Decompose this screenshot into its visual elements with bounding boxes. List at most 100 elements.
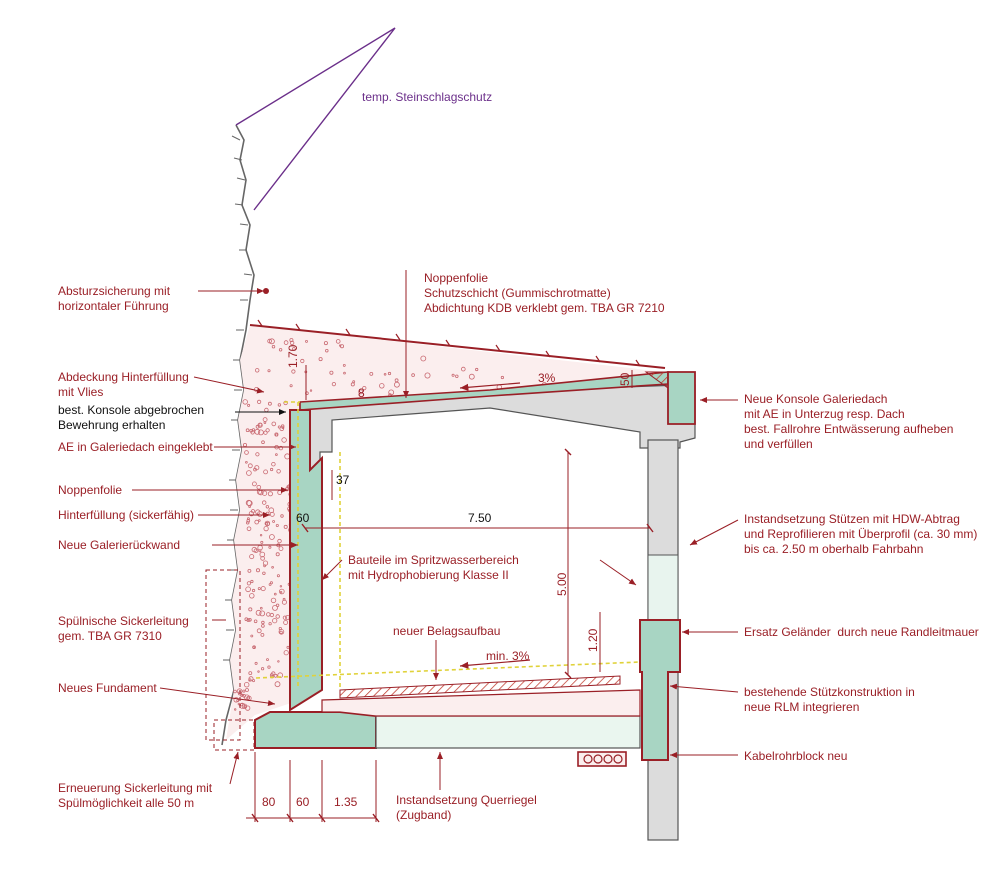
soil-dot	[394, 378, 399, 383]
soil-dot	[246, 581, 251, 586]
spuelnische-box	[205, 569, 241, 741]
soil-dot	[325, 349, 329, 353]
soil-dot	[424, 372, 431, 379]
soil-dot	[275, 614, 280, 619]
soil-dot	[260, 586, 266, 592]
soil-dot	[258, 549, 262, 553]
soil-dot	[255, 368, 260, 373]
soil-dot	[268, 534, 275, 540]
soil-dot	[270, 597, 277, 604]
dim-80: 80	[262, 795, 276, 809]
soil-dot	[267, 491, 273, 497]
soil-dot	[265, 521, 270, 527]
roof-slope-arrow	[459, 382, 521, 391]
soil-dot	[468, 373, 475, 380]
soil-dot	[420, 355, 427, 362]
label-stuetzen: Instandsetzung Stützen mit HDW-Abtrag un…	[744, 512, 978, 556]
soil-dot	[393, 381, 400, 388]
soil-dot	[272, 618, 278, 624]
soil-dot	[281, 599, 287, 605]
label-ae-galeriedach: AE in Galeriedach eingeklebt	[58, 440, 213, 454]
rock-ticks	[223, 135, 253, 661]
soil-dot	[275, 603, 280, 607]
soil-dot	[245, 521, 250, 525]
label-galerierueckwand: Neue Galerierückwand	[58, 538, 181, 552]
soil-dot	[362, 385, 367, 391]
soil-dot	[329, 370, 334, 375]
soil-dot	[279, 426, 285, 432]
soil-dot	[252, 588, 256, 593]
soil-dot	[266, 658, 269, 661]
soil-dot	[300, 358, 305, 364]
soil-dot	[260, 667, 265, 671]
soil-dot	[291, 369, 296, 374]
dim-135: 1.35	[334, 795, 358, 809]
soil-dot	[343, 371, 346, 375]
soil-dot	[263, 469, 269, 475]
soil-dot	[246, 696, 250, 700]
soil-dot	[272, 605, 278, 611]
soil-dot	[245, 586, 251, 593]
soil-dot	[261, 624, 265, 628]
soil-dot	[245, 688, 249, 692]
soil-dot	[342, 363, 346, 367]
console-hatch	[644, 371, 669, 389]
soil-dot	[248, 676, 254, 682]
soil-dot	[248, 671, 253, 675]
soil-dot	[246, 470, 252, 476]
label-bauteile: Bauteile im Spritzwasserbereich mit Hydr…	[348, 553, 519, 582]
soil-dot	[254, 661, 258, 665]
column-repair-zone	[647, 554, 679, 626]
label-abdeckung: Abdeckung Hinterfüllung mit Vlies	[58, 370, 189, 399]
soil-dot	[245, 705, 251, 711]
soil-dot	[271, 462, 276, 467]
soil-dot	[247, 463, 253, 469]
dim-roof-slope: 3%	[538, 371, 556, 385]
soil-dot	[233, 708, 237, 711]
soil-dot	[460, 366, 466, 372]
soil-dot	[259, 606, 263, 610]
soil-dot	[278, 628, 285, 635]
soil-dot	[233, 689, 237, 694]
soil-dot	[350, 382, 355, 387]
dim-60-top: 60	[296, 511, 310, 525]
label-belag: neuer Belagsaufbau	[393, 624, 501, 638]
soil-dot	[254, 465, 260, 471]
soil-dot	[268, 545, 272, 549]
pavement-layer	[339, 675, 621, 699]
soil-dot	[253, 548, 259, 553]
soil-dot	[250, 430, 255, 435]
soil-dot	[247, 569, 252, 573]
soil-dot	[387, 371, 392, 376]
soil-dot	[283, 524, 288, 529]
new-rlm-wall	[639, 619, 681, 761]
soil-dot	[282, 615, 287, 620]
label-noppenfolie-left: Noppenfolie	[58, 483, 123, 497]
road-slope-arrow	[459, 659, 531, 669]
soil-dot	[281, 437, 287, 443]
soil-dot	[248, 678, 252, 682]
soil-dot	[279, 585, 283, 588]
soil-dot	[260, 540, 264, 544]
soil-dot	[242, 689, 246, 693]
label-querriegel: Instandsetzung Querriegel (Zugband)	[396, 793, 537, 822]
absturz-marker	[263, 288, 269, 294]
soil-dot	[267, 401, 272, 406]
soil-dot	[265, 505, 270, 509]
leaders	[132, 270, 739, 790]
soil-dot	[257, 587, 261, 591]
soil-dot	[268, 622, 272, 626]
soil-dot	[451, 373, 455, 377]
soil-dot	[500, 375, 504, 380]
ground-surface	[249, 324, 666, 369]
soil-dot	[278, 445, 284, 451]
soil-dot	[475, 367, 479, 372]
soil-dot	[262, 500, 267, 505]
soil-dot	[292, 347, 296, 351]
dim-500: 5.00	[555, 572, 569, 596]
soil-dot	[263, 430, 268, 435]
soil-dot	[279, 630, 283, 635]
soil-dot	[261, 490, 268, 496]
soil-dot	[240, 693, 244, 697]
soil-dot	[267, 665, 271, 669]
